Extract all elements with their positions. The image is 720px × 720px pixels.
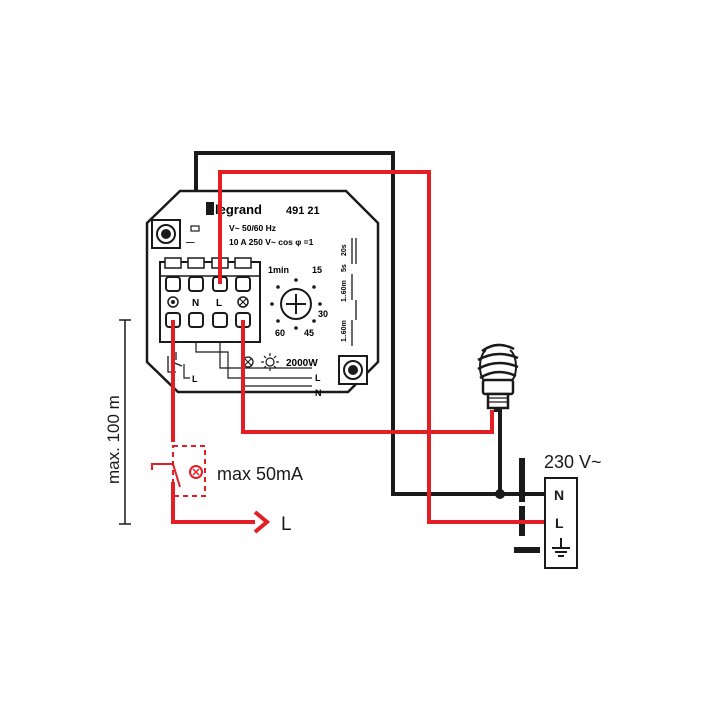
supply-bus-bars bbox=[514, 458, 540, 553]
scale-label-1-60m-bottom: 1..60m bbox=[341, 320, 348, 342]
cfl-lamp-icon bbox=[477, 343, 519, 412]
mounting-screw-bottom-right bbox=[338, 355, 368, 385]
supply-n-label: N bbox=[554, 487, 564, 503]
screw-terminal-1 bbox=[165, 276, 181, 292]
brand-name: legrand bbox=[215, 202, 262, 217]
brand-logo: legrand bbox=[206, 202, 262, 217]
lamp-live-wire bbox=[241, 320, 494, 434]
dial-ticks bbox=[270, 278, 322, 330]
live-wires bbox=[171, 170, 545, 534]
supply-voltage-label: 230 V~ bbox=[544, 452, 602, 472]
bus-label-n: N bbox=[315, 388, 322, 398]
output-l-arrow-head bbox=[253, 510, 271, 534]
screw-terminal-7 bbox=[212, 312, 228, 328]
side-scale bbox=[351, 238, 357, 346]
supply-l-label: L bbox=[555, 515, 564, 531]
spec-icon-1 bbox=[190, 225, 200, 232]
sun-icon bbox=[261, 353, 279, 371]
glow-lamp-icon bbox=[167, 296, 179, 308]
bus-label-pushbutton-l: L bbox=[192, 374, 198, 384]
junction-dot-n bbox=[495, 489, 505, 499]
spec-rating-partial: 10 A 250 V~ cos φ =1 bbox=[229, 237, 314, 247]
cross-lamp-icon bbox=[237, 296, 249, 308]
output-l-label: L bbox=[281, 514, 292, 535]
timer-label-30: 30 bbox=[318, 309, 328, 319]
mounting-screw-top-left bbox=[151, 219, 181, 249]
timer-dial[interactable] bbox=[280, 288, 312, 320]
terminal-label-l: L bbox=[216, 298, 222, 309]
terminal-label-n: N bbox=[192, 298, 199, 309]
earth-symbol-icon bbox=[552, 538, 570, 557]
distance-label: max. 100 m bbox=[104, 395, 123, 484]
timer-label-1min: 1min bbox=[268, 265, 289, 275]
scale-label-20s: 20s bbox=[341, 244, 348, 256]
spec-voltage-partial: V~ 50/60 Hz bbox=[229, 223, 276, 233]
pushbutton-icon-external bbox=[151, 445, 206, 497]
live-wire-supply bbox=[218, 170, 545, 524]
screw-terminal-6 bbox=[188, 312, 204, 328]
timer-label-45: 45 bbox=[304, 328, 314, 338]
scale-label-5s: 5s bbox=[341, 264, 348, 272]
spec-glyph-2: — bbox=[186, 237, 195, 247]
device-reference: 491 21 bbox=[286, 205, 320, 217]
pushbutton-current-label: max 50mA bbox=[217, 464, 303, 484]
timer-label-15: 15 bbox=[312, 265, 322, 275]
screw-terminal-n bbox=[188, 276, 204, 292]
screw-terminal-4 bbox=[235, 276, 251, 292]
pushbutton-contact bbox=[151, 463, 181, 488]
timer-module: legrand 491 21 V~ 50/60 Hz 10 A 250 V~ c… bbox=[145, 189, 380, 398]
timer-label-60: 60 bbox=[275, 328, 285, 338]
cross-lamp-icon-2 bbox=[242, 356, 254, 368]
bus-label-l: L bbox=[315, 373, 321, 383]
pushbutton-wire-lower bbox=[171, 482, 255, 524]
distance-dimension bbox=[119, 319, 131, 525]
scale-label-1-60m-top: 1..60m bbox=[341, 280, 348, 302]
pushbutton-dashed-box bbox=[172, 445, 206, 497]
power-rating: 2000W bbox=[286, 358, 318, 369]
supply-terminal: N L bbox=[544, 477, 578, 569]
